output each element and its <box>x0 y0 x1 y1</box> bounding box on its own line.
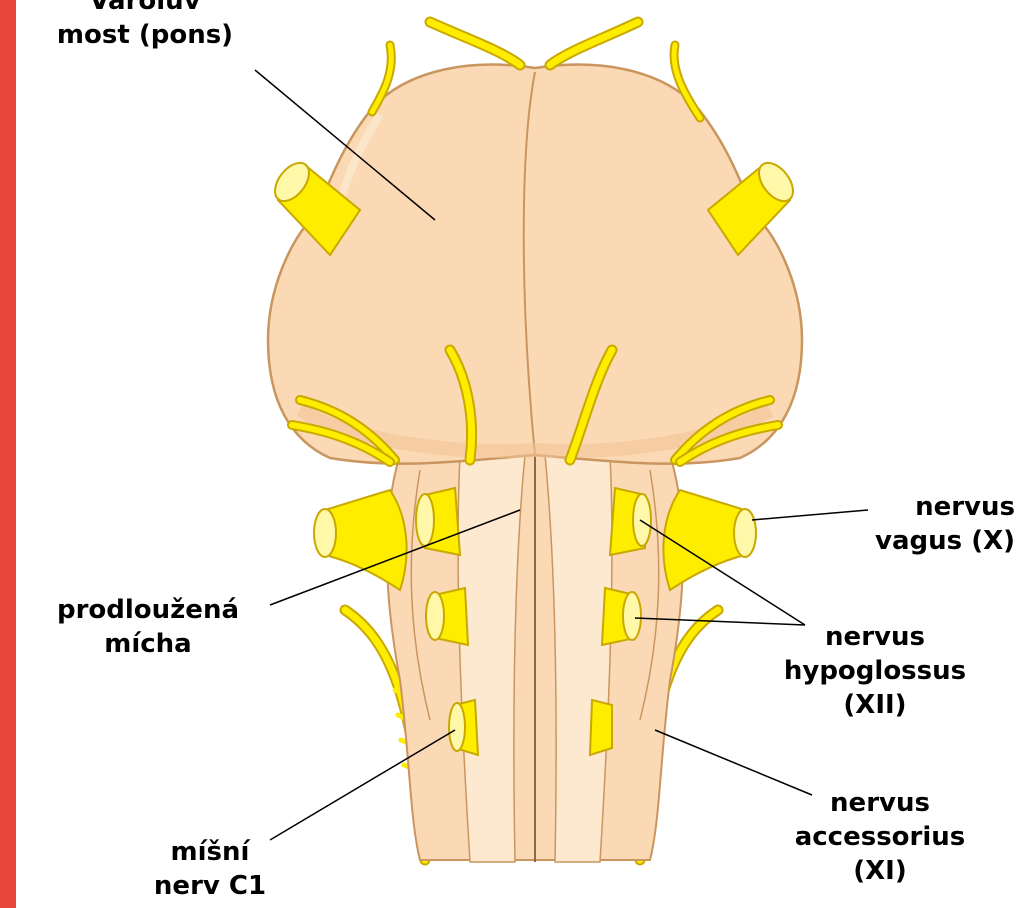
label-vagus-line1: nervus <box>820 490 1015 524</box>
label-spinal-c1: míšní nerv C1 <box>140 835 280 903</box>
label-medulla-line1: prodloužená <box>28 593 268 627</box>
pons <box>268 65 802 464</box>
label-hypoglossus-line1: nervus <box>760 620 990 654</box>
label-hypoglossus-line2: hypoglossus <box>760 654 990 688</box>
label-medulla: prodloužená mícha <box>28 593 268 661</box>
label-spinal-c1-line2: nerv C1 <box>140 869 280 903</box>
vagus-nerve-right <box>663 490 756 590</box>
label-vagus-line2: vagus (X) <box>820 524 1015 558</box>
label-pons-line1: Varolův <box>25 0 265 18</box>
red-side-edge <box>0 0 16 908</box>
label-accessorius: nervus accessorius (XI) <box>765 786 995 888</box>
label-accessorius-line3: (XI) <box>765 854 995 888</box>
label-pons: Varolův most (pons) <box>25 0 265 52</box>
label-hypoglossus: nervus hypoglossus (XII) <box>760 620 990 722</box>
label-pons-line2: most (pons) <box>25 18 265 52</box>
label-spinal-c1-line1: míšní <box>140 835 280 869</box>
vagus-nerve-left <box>314 490 407 590</box>
label-accessorius-line1: nervus <box>765 786 995 820</box>
label-medulla-line2: mícha <box>28 627 268 661</box>
label-accessorius-line2: accessorius <box>765 820 995 854</box>
label-hypoglossus-line3: (XII) <box>760 688 990 722</box>
label-vagus: nervus vagus (X) <box>820 490 1015 558</box>
